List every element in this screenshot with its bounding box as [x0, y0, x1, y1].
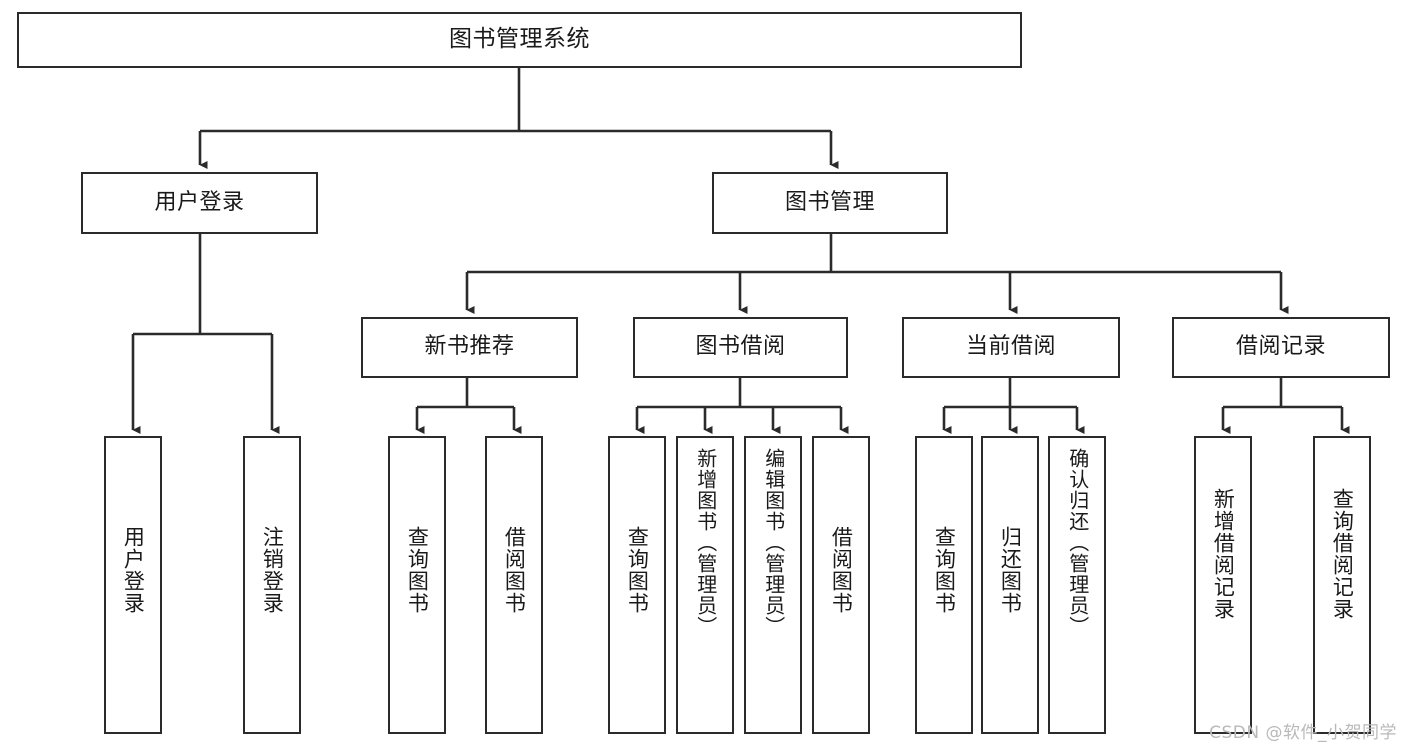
node-label: 新增借阅记录 — [1211, 488, 1236, 620]
node-label: 图书管理 — [784, 189, 875, 215]
node-label: 借阅记录 — [1235, 334, 1326, 360]
node-label: 借阅图书 — [502, 526, 527, 614]
leaf-book-borrow-add-book-admin[interactable]: 新增图书（管理员） — [676, 436, 734, 734]
node-current-borrow[interactable]: 当前借阅 — [902, 317, 1120, 378]
node-label: 编辑图书（管理员） — [761, 448, 786, 637]
node-label: 查询图书 — [932, 526, 957, 614]
leaf-current-borrow-query-book[interactable]: 查询图书 — [915, 436, 973, 734]
node-label: 新书推荐 — [424, 334, 515, 360]
leaf-book-borrow-borrow-book[interactable]: 借阅图书 — [812, 436, 870, 734]
node-label: 查询图书 — [625, 526, 650, 614]
node-root-book-management-system[interactable]: 图书管理系统 — [17, 12, 1022, 68]
node-label: 归还图书 — [998, 526, 1023, 614]
node-label: 图书管理系统 — [449, 26, 590, 53]
node-book-borrow[interactable]: 图书借阅 — [633, 317, 848, 378]
leaf-new-book-borrow-book[interactable]: 借阅图书 — [485, 436, 543, 734]
node-label: 确认归还（管理员） — [1065, 448, 1090, 637]
leaf-user-login-logout[interactable]: 注销登录 — [243, 436, 301, 734]
leaf-new-book-query-book[interactable]: 查询图书 — [388, 436, 446, 734]
node-label: 新增图书（管理员） — [693, 448, 718, 637]
leaf-current-borrow-confirm-return-admin[interactable]: 确认归还（管理员） — [1048, 436, 1106, 734]
node-label: 当前借阅 — [965, 334, 1056, 360]
node-borrow-record[interactable]: 借阅记录 — [1172, 317, 1390, 378]
node-user-login[interactable]: 用户登录 — [81, 172, 318, 234]
node-label: 用户登录 — [154, 189, 245, 215]
leaf-book-borrow-query-book[interactable]: 查询图书 — [608, 436, 666, 734]
leaf-borrow-record-add-record[interactable]: 新增借阅记录 — [1194, 436, 1252, 734]
leaf-user-login-user-login[interactable]: 用户登录 — [104, 436, 162, 734]
node-label: 查询图书 — [405, 526, 430, 614]
node-book-management[interactable]: 图书管理 — [712, 172, 948, 234]
node-label: 图书借阅 — [695, 334, 786, 360]
node-label: 借阅图书 — [829, 526, 854, 614]
node-label: 用户登录 — [121, 526, 146, 614]
node-label: 注销登录 — [260, 526, 285, 614]
leaf-current-borrow-return-book[interactable]: 归还图书 — [981, 436, 1039, 734]
leaf-borrow-record-query-record[interactable]: 查询借阅记录 — [1313, 436, 1371, 734]
node-label: 查询借阅记录 — [1330, 488, 1355, 620]
node-new-book-recommend[interactable]: 新书推荐 — [361, 317, 578, 378]
leaf-book-borrow-edit-book-admin[interactable]: 编辑图书（管理员） — [744, 436, 802, 734]
